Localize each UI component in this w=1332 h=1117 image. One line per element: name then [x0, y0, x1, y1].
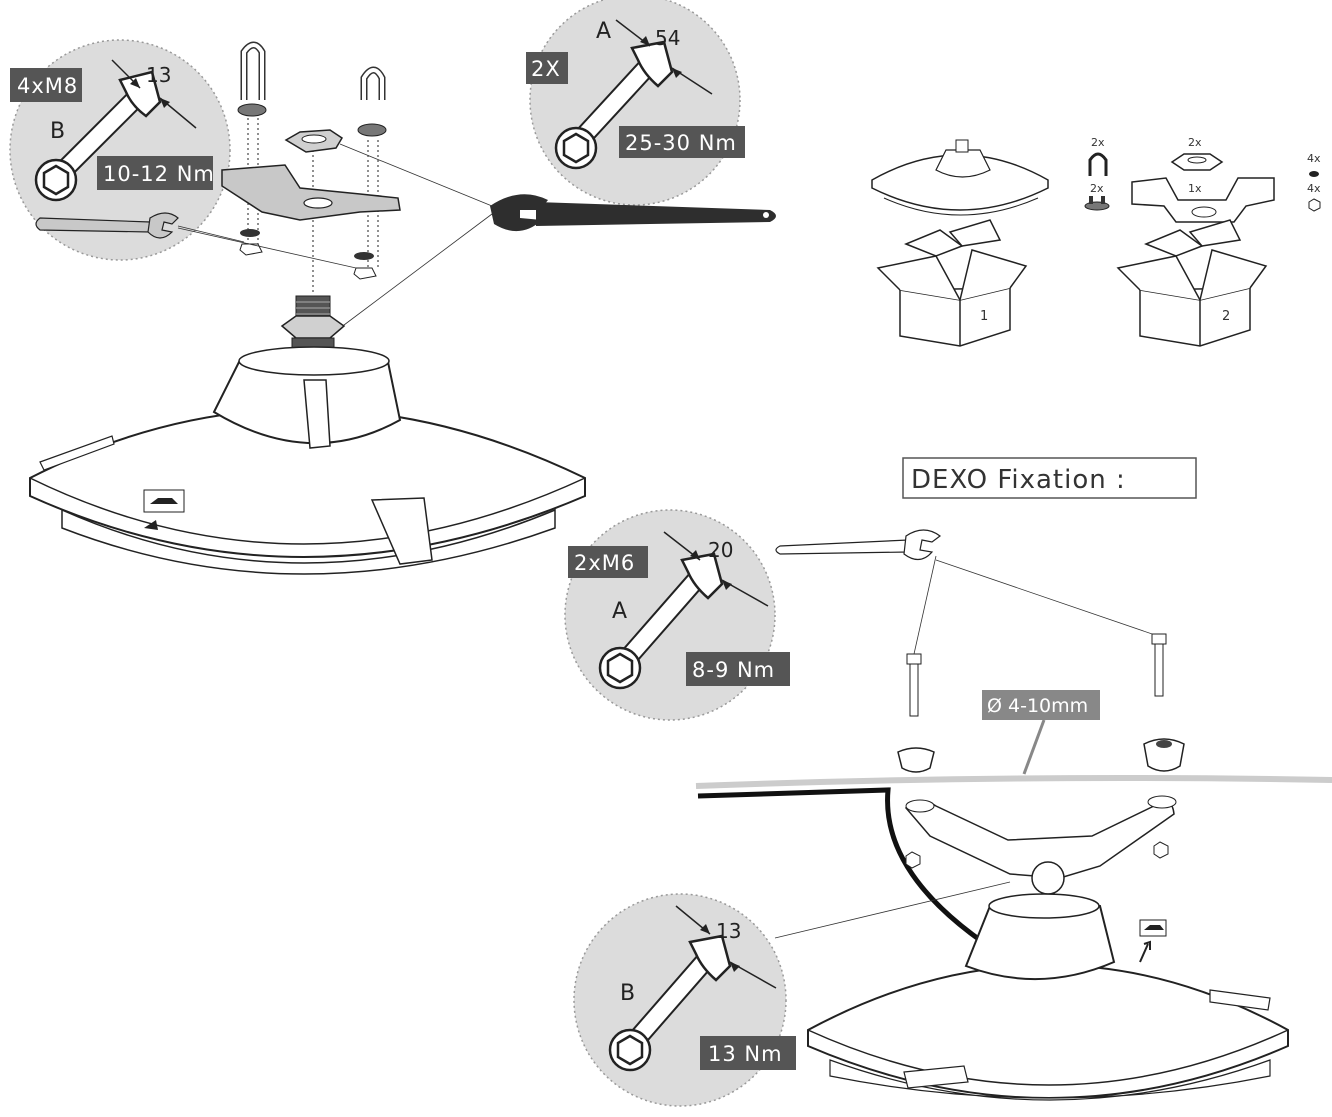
ubolt-qty: 2x	[1091, 136, 1105, 149]
wrench-letter: B	[620, 981, 635, 1006]
wrench-letter: B	[50, 119, 65, 144]
washer-icon	[1309, 171, 1319, 177]
open-ring-wrench-icon	[554, 40, 674, 170]
small-nut-icon	[1308, 198, 1321, 212]
bracket-plate	[221, 164, 401, 221]
clamp-plate-icon	[1084, 196, 1110, 211]
roof-line	[695, 775, 1332, 789]
wrench-size-label: 13	[146, 63, 171, 87]
torque-tag-label: 8-9 Nm	[692, 658, 775, 682]
torque-tag	[700, 1036, 796, 1070]
package-contents: 1 2x 2x 2x 1x 4x 4x	[871, 136, 1321, 347]
antenna-base	[29, 346, 586, 575]
wrench-size-label: 20	[708, 538, 733, 562]
thickness-tag-label: Ø 4-10mm	[987, 695, 1088, 717]
small-nut-qty: 4x	[1307, 182, 1321, 195]
antenna-base	[807, 893, 1289, 1101]
callout-top-middle: 54 A 2X 25-30 Nm	[526, 0, 745, 206]
dexo-bracket	[904, 795, 1177, 895]
plate-qty: 2x	[1090, 182, 1104, 195]
count-tag	[10, 68, 82, 102]
u-bolt-icon	[1088, 152, 1108, 176]
nut-qty: 2x	[1188, 136, 1202, 149]
small-wrench-icon	[35, 212, 179, 239]
open-ring-wrench-icon	[598, 552, 724, 690]
small-wrench-icon	[775, 529, 942, 561]
thickness-tag	[982, 690, 1100, 720]
count-tag	[568, 546, 648, 578]
spacer-left	[897, 747, 935, 773]
dexo-assembly: Ø 4-10mm	[695, 529, 1332, 1101]
torque-tag-label: 25-30 Nm	[625, 131, 737, 155]
spacer-right	[1143, 738, 1185, 772]
wrench-letter: A	[596, 19, 611, 44]
u-bolt-left	[240, 41, 266, 100]
u-bolt-right	[360, 66, 386, 100]
nut-icon	[1153, 841, 1169, 859]
bracket-icon	[1131, 177, 1275, 223]
box-label: 1	[980, 309, 988, 324]
nut-icon	[905, 851, 921, 869]
count-tag	[526, 52, 568, 84]
open-ring-wrench-icon	[608, 934, 732, 1072]
callout-mid-right: 20 2xM6 A 8-9 Nm	[564, 509, 790, 721]
clamp-piece	[237, 103, 267, 117]
hex-nut-large	[284, 129, 344, 153]
callout-top-left: 13 4xM8 B 10-12 Nm	[9, 39, 231, 261]
clamp-piece	[357, 123, 387, 137]
torque-tag-label: 13 Nm	[708, 1042, 783, 1066]
antenna-product	[871, 139, 1049, 216]
torque-tag-label: 10-12 Nm	[103, 162, 215, 186]
box-icon	[1116, 219, 1268, 347]
open-ring-wrench-icon	[34, 70, 162, 202]
bracket-qty: 1x	[1188, 182, 1202, 195]
wrench-letter: A	[612, 599, 627, 624]
dexo-title: DEXO Fixation :	[911, 465, 1126, 495]
box-icon	[876, 219, 1028, 347]
box-label: 2	[1222, 309, 1230, 324]
wrench-size-label: 13	[716, 919, 741, 943]
count-tag-label: 2xM6	[574, 551, 635, 575]
count-tag-label: 2X	[531, 57, 561, 81]
large-wrench-icon	[490, 194, 776, 232]
callout-bottom: 13 B 13 Nm	[573, 893, 796, 1107]
wrench-size-label: 54	[655, 26, 680, 50]
bolt-left	[906, 653, 922, 717]
dexo-title-box: DEXO Fixation :	[902, 457, 1197, 499]
exploded-mount-assembly	[29, 41, 776, 575]
torque-tag	[97, 156, 213, 190]
torque-tag	[619, 126, 745, 158]
torque-tag	[686, 652, 790, 686]
washer-qty: 4x	[1307, 152, 1321, 165]
callout-circle	[529, 0, 741, 206]
bolt-right	[1151, 633, 1167, 697]
small-washers-nuts	[239, 229, 377, 280]
count-tag-label: 4xM8	[17, 74, 78, 98]
hex-nut-icon	[1170, 153, 1224, 171]
